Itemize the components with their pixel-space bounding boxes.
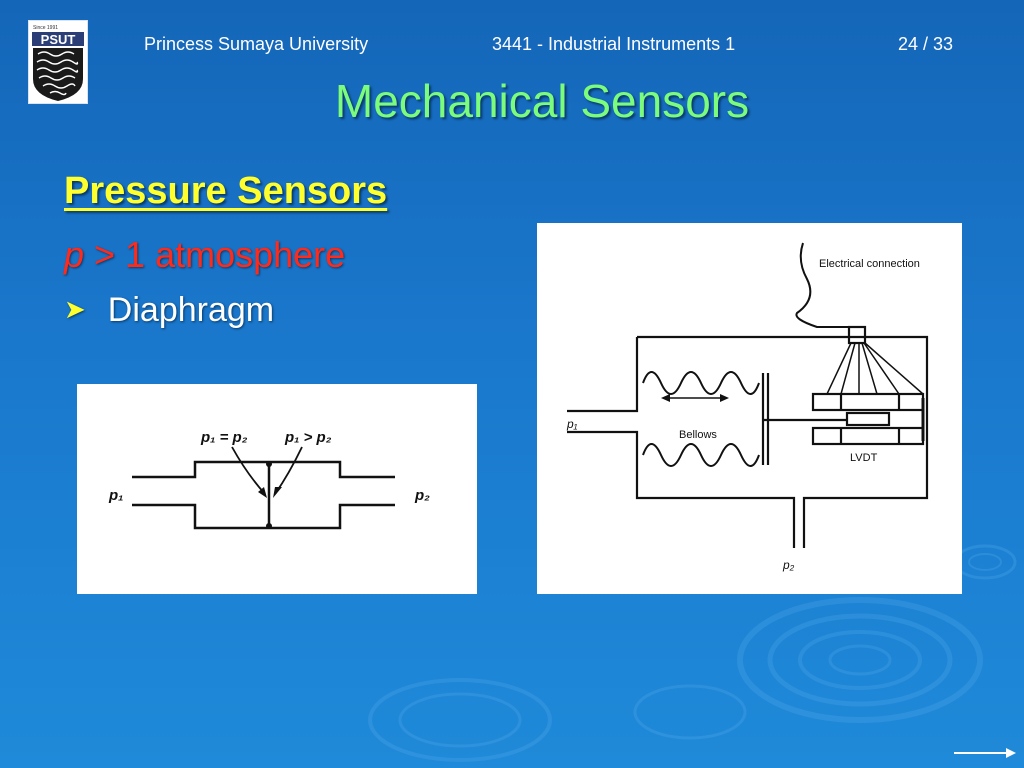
label-p2: p₂ (782, 558, 795, 572)
slide-title: Mechanical Sensors (334, 75, 750, 127)
next-arrow-icon[interactable] (954, 746, 1016, 760)
bullet-diaphragm: ➤ Diaphragm (64, 291, 274, 330)
logo-text: PSUT (41, 32, 76, 47)
header-page-number: 24 / 33 (898, 34, 954, 54)
bellows-lvdt-figure: Electrical connection Bellows LVDT p₁ p₂ (537, 223, 962, 594)
label-p1: p₁ (566, 417, 578, 431)
label-p1-equal-p2: p₁ = p₂ (200, 429, 248, 446)
bullet-label: Diaphragm (107, 291, 275, 329)
label-p1-left: p₁ (108, 487, 123, 504)
label-p2-right: p₂ (414, 487, 430, 504)
label-electrical-connection: Electrical connection (819, 258, 920, 270)
label-lvdt: LVDT (850, 452, 878, 464)
subheading-pressure-sensors: Pressure Sensors (64, 170, 388, 212)
logo-since-text: Since 1991 (33, 25, 58, 31)
chevron-right-icon: ➤ (64, 294, 86, 324)
header-university: Princess Sumaya University (144, 34, 369, 54)
pressure-condition: p > 1 atmosphere (64, 234, 345, 276)
diaphragm-figure: p₁ = p₂ p₁ > p₂ p₁ p₂ (77, 384, 477, 594)
header-course: 3441 - Industrial Instruments 1 (492, 34, 736, 54)
condition-variable: p (64, 234, 85, 275)
condition-text: > 1 atmosphere (84, 234, 346, 275)
label-p1-greater-p2: p₁ > p₂ (284, 429, 332, 446)
psut-logo: Since 1991 PSUT (28, 20, 88, 104)
label-bellows: Bellows (679, 429, 717, 441)
